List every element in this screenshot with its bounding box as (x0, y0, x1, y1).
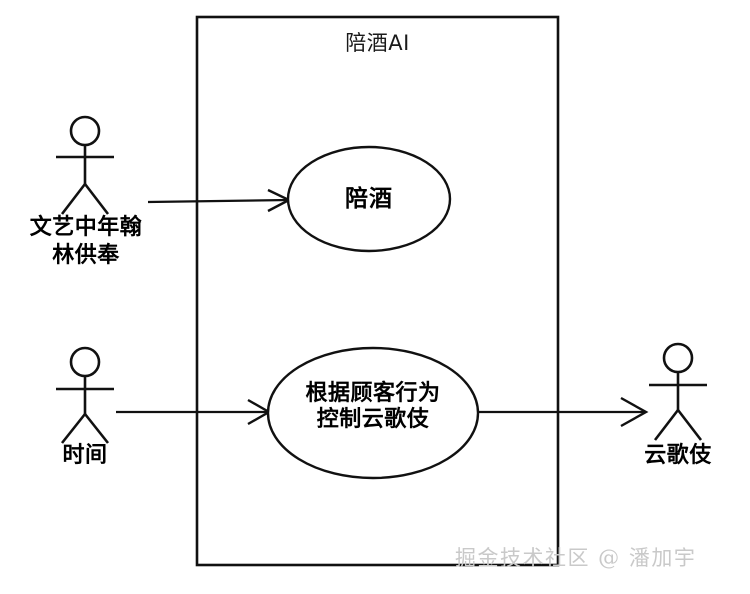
actor-stick-figure-yungeji[interactable] (649, 342, 707, 441)
actor-label-shijian: 时间 (62, 443, 108, 468)
use-case-ellipse-peijiu[interactable] (286, 145, 452, 253)
use-case-label-peijiu: 陪酒 (345, 186, 393, 212)
use-case-ellipse-control[interactable] (266, 346, 480, 480)
system-boundary-title: 陪酒AI (345, 31, 410, 55)
system-boundary-box (195, 15, 560, 567)
actor-stick-figure-wenyi[interactable] (56, 115, 114, 215)
use-case-label-control: 根据顾客行为 控制云歌伎 (305, 381, 441, 432)
watermark-text: 掘金技术社区 @ 潘加宇 (455, 546, 697, 570)
association-usecase2-to-actor3 (478, 396, 649, 428)
actor-stick-figure-shijian[interactable] (56, 346, 114, 444)
actor-label-wenyi: 文艺中年翰 林供奉 (29, 215, 143, 269)
actor-label-yungeji: 云歌伎 (644, 443, 712, 468)
